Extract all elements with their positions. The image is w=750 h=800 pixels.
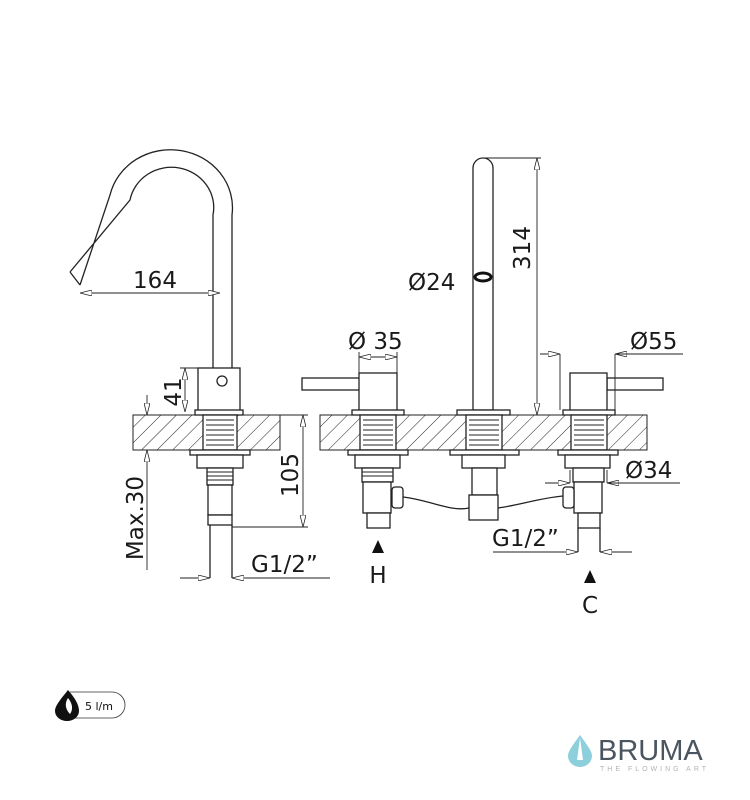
dim-connection-right: G1/2” [492,526,559,552]
dim-spout-reach: 164 [133,268,177,294]
cold-valve [557,372,664,552]
dim-under-length: 105 [278,453,304,497]
side-view: 164 41 Max.30 105 G1/2” [69,149,330,578]
hot-inlet-arrow-icon [372,540,384,553]
front-view: 314 Ø24 Ø 35 Ø55 Ø34 G1/2” H C [301,157,683,619]
spout [449,157,520,521]
dim-shank-diameter: Ø34 [625,458,672,484]
dim-spout-height: 314 [510,226,536,270]
hoses [402,495,564,510]
dim-connection-left: G1/2” [251,552,318,578]
hot-label: H [369,563,386,589]
set-screw [216,375,228,387]
cold-inlet-arrow-icon [584,570,596,583]
hot-lever [301,377,361,391]
dim-handle-diameter: Ø 35 [348,329,403,355]
brand-tagline: THE FLOWING ART [600,766,709,773]
brand-name: BRUMA [598,735,703,767]
dim-body-height: 41 [161,377,187,406]
cold-label: C [582,593,598,619]
spout-section-mark [473,271,493,283]
dim-base-diameter: Ø55 [630,329,677,355]
flow-rate-badge: 5 l/m [55,690,126,721]
brand-logo: BRUMA THE FLOWING ART [568,735,709,773]
dim-spout-diameter: Ø24 [408,270,455,296]
flow-rate-value: 5 l/m [85,700,113,713]
dim-max-thickness: Max.30 [123,476,149,560]
mixer-body [197,367,241,413]
spout-curve [69,149,234,368]
hot-valve [301,372,409,529]
